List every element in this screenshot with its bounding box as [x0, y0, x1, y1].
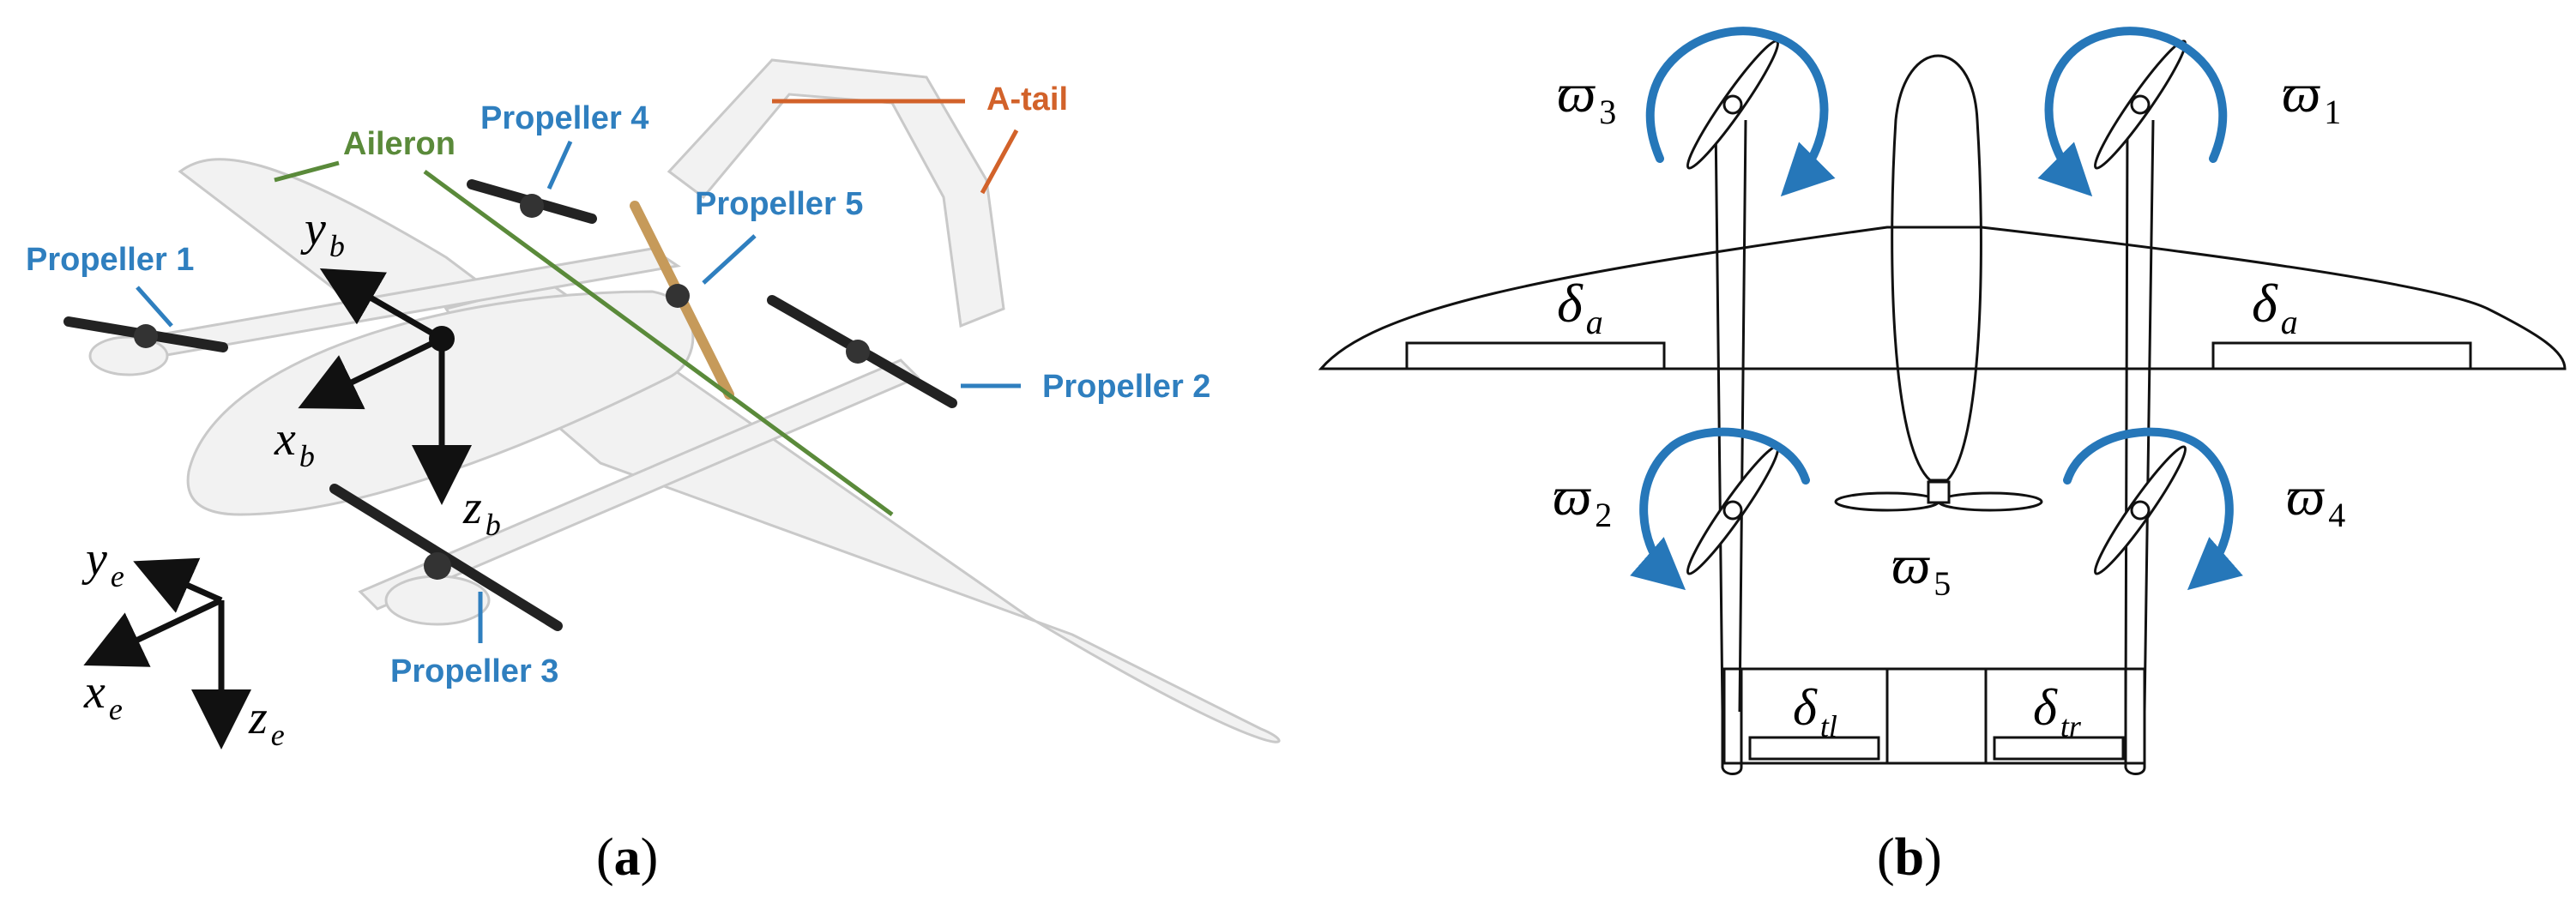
rotor-2-direction-arrow	[1630, 427, 1810, 591]
propeller-5-label: Propeller 5	[695, 186, 863, 222]
rotor-hubs	[1722, 94, 2151, 521]
drone-photo	[88, 58, 1281, 743]
rotor-4-direction-arrow	[2063, 427, 2243, 591]
panel-a: Aileron A-tail Propeller 1 Propeller 2 P…	[26, 58, 1281, 887]
propeller-1-label: Propeller 1	[26, 242, 194, 278]
a-tail-leader-2	[980, 129, 1019, 195]
a-tail-label: A-tail	[986, 81, 1068, 117]
aileron-leader	[274, 160, 340, 183]
body-frame-origin	[429, 326, 455, 352]
aileron-label: Aileron	[343, 126, 455, 162]
earth-frame-axes	[83, 557, 251, 749]
rotor-1-direction-arrow	[2037, 27, 2228, 197]
propeller-5-leader	[702, 234, 757, 285]
propeller-2-label: Propeller 2	[1042, 369, 1210, 405]
propeller-1-leader	[136, 286, 173, 328]
propeller-4-leader	[546, 140, 573, 190]
caption-a: (a)	[596, 828, 658, 887]
rotor-3-direction-arrow	[1645, 27, 1836, 197]
airframe-outline	[1318, 54, 2567, 775]
propeller-3-label: Propeller 3	[390, 653, 558, 689]
rotation-arrows	[1630, 27, 2243, 591]
caption-b: (b)	[1877, 828, 1942, 887]
body-frame-axes	[298, 268, 472, 505]
aileron-leader-long	[423, 169, 894, 517]
motor-hubs	[134, 194, 870, 580]
propeller-4-label: Propeller 4	[480, 100, 649, 136]
